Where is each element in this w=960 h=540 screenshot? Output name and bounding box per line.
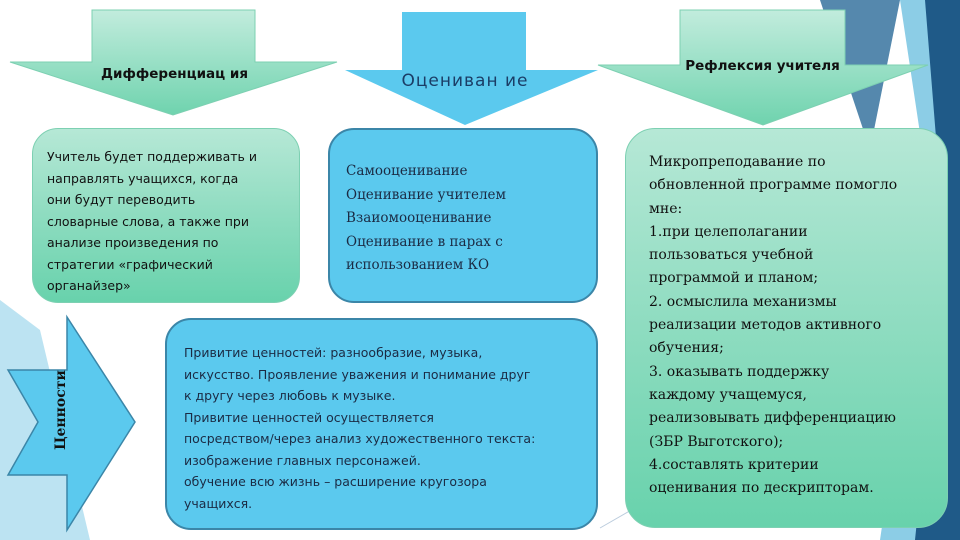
values-label: Ценности (53, 370, 69, 450)
assessment-label: Оцениван ие (401, 71, 529, 91)
assessment-text: Самооценивание Оценивание учителем Взаио… (346, 163, 507, 273)
assessment-box: Самооценивание Оценивание учителем Взаио… (328, 128, 598, 303)
values-arrow (6, 314, 136, 533)
differentiation-label: Дифференциац ия (101, 66, 248, 82)
reflection-label: Рефлексия учителя (685, 58, 840, 74)
differentiation-box: Учитель будет поддерживать и направлять … (32, 128, 300, 303)
reflection-arrow (597, 9, 929, 126)
values-text: Привитие ценностей: разнообразие, музыка… (184, 345, 536, 511)
differentiation-arrow (9, 9, 338, 116)
reflection-box: Микропреподавание по обновленной програм… (625, 128, 948, 528)
reflection-text: Микропреподавание по обновленной програм… (649, 154, 898, 497)
differentiation-text: Учитель будет поддерживать и направлять … (47, 149, 258, 293)
assessment-arrow (345, 12, 598, 125)
values-box: Привитие ценностей: разнообразие, музыка… (165, 318, 598, 530)
